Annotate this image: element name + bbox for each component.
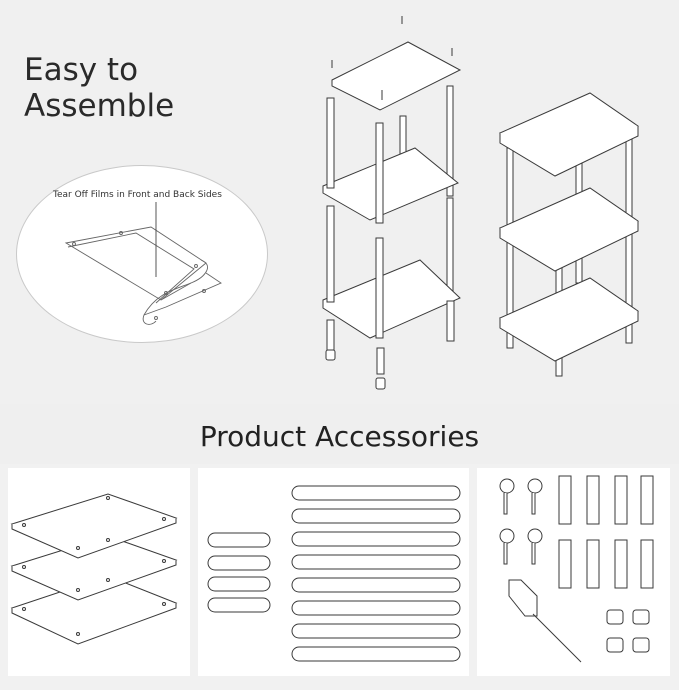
headline-line-2: Assemble bbox=[24, 88, 175, 124]
headline-line-1: Easy to bbox=[24, 52, 139, 88]
threaded-rod-icon bbox=[558, 475, 654, 589]
panel-shelf-boards bbox=[8, 468, 190, 676]
hardware-illustration bbox=[499, 475, 654, 663]
shelf-assembly-illustration bbox=[322, 16, 639, 390]
panel-poles bbox=[198, 468, 469, 676]
screwdriver-icon bbox=[508, 579, 582, 663]
shelf-boards-illustration bbox=[10, 493, 178, 645]
screw-icon bbox=[499, 478, 543, 565]
foot-cap-icon bbox=[606, 609, 650, 653]
hero-section: Easy to Assemble Tear Off Films in Front… bbox=[16, 16, 639, 390]
section-title: Product Accessories bbox=[199, 420, 480, 453]
panel-hardware bbox=[477, 468, 670, 676]
film-callout-oval bbox=[16, 165, 268, 343]
section-band bbox=[0, 404, 679, 464]
film-note-label: Tear Off Films in Front and Back Sides bbox=[53, 190, 222, 200]
headline: Easy to Assemble bbox=[24, 52, 174, 124]
poles-illustration bbox=[207, 485, 461, 662]
film-peel-illustration bbox=[64, 202, 222, 325]
